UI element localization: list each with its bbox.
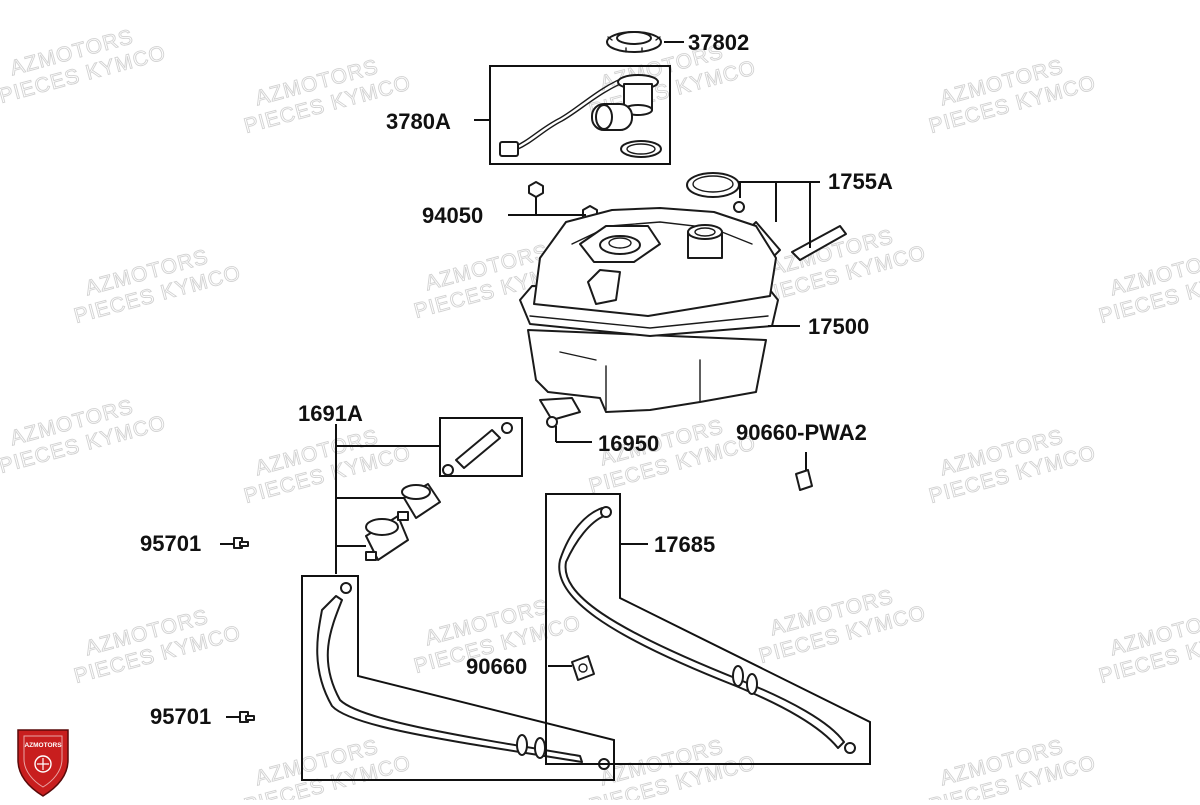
label-90660-PWA2: 90660-PWA2 — [736, 420, 867, 445]
box-1691A-long-hose — [301, 575, 615, 781]
label-90660: 90660 — [466, 654, 527, 679]
leader-1691A — [335, 424, 440, 574]
logo-text: AZMOTORS — [24, 742, 62, 749]
azmotors-logo: AZMOTORS — [17, 729, 69, 797]
part-3780A-pump[interactable] — [499, 74, 662, 158]
label-3780A: 3780A — [386, 109, 451, 134]
part-1691A-fuel-filter[interactable] — [365, 483, 441, 561]
box-3780A — [489, 65, 671, 165]
part-17500-fuel-tank[interactable] — [519, 207, 779, 428]
label-94050: 94050 — [422, 203, 483, 228]
part-90660-clip[interactable] — [571, 655, 595, 681]
label-16950: 16950 — [598, 431, 659, 456]
part-95701-bolt-upper[interactable] — [233, 537, 249, 549]
part-90660-PWA2-clip[interactable] — [795, 469, 813, 491]
label-95701-upper: 95701 — [140, 531, 201, 556]
leader-1755A — [738, 181, 820, 248]
label-37802: 37802 — [688, 30, 749, 55]
label-1755A: 1755A — [828, 169, 893, 194]
leader-94050 — [508, 197, 586, 216]
label-17500: 17500 — [808, 314, 869, 339]
label-17685: 17685 — [654, 532, 715, 557]
part-17685-hose[interactable] — [558, 506, 856, 754]
box-17685 — [545, 493, 871, 765]
part-1691A-short-hose[interactable] — [442, 422, 513, 476]
part-37802-ring[interactable] — [606, 31, 662, 53]
label-1691A: 1691A — [298, 401, 363, 426]
label-95701-lower: 95701 — [150, 704, 211, 729]
part-1691A-long-hose[interactable] — [316, 582, 610, 770]
part-95701-bolt-lower[interactable] — [239, 711, 255, 723]
